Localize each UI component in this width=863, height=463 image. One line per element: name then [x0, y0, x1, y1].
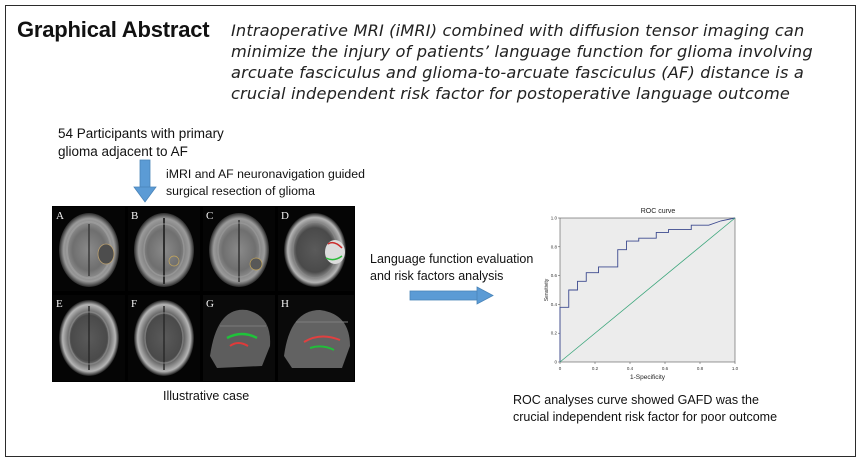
roc-caption-line: crucial independent risk factor for poor… — [513, 410, 778, 424]
graphical-abstract-title: Graphical Abstract — [17, 17, 210, 42]
mri-images: A B C D E F G H — [53, 207, 354, 381]
right-arrow-head — [476, 286, 494, 305]
roc-chart: ROC curve 0 0.2 0.4 0.6 0.8 1.0 0 0.2 0.4 0.6 0.8 1… — [538, 204, 768, 384]
resection-line: surgical resection of glioma — [166, 184, 315, 198]
roc-chart-svg: ROC curve 0 0.2 0.4 0.6 0.8 1.0 0 0.2 0.4 0.6 0.8 1… — [544, 208, 739, 381]
roc-caption-line: ROC analyses curve showed GAFD was the — [513, 393, 759, 407]
panel-label-f: F — [131, 298, 137, 310]
panel-label-a: A — [56, 210, 64, 222]
description-line: Intraoperative MRI (iMRI) combined with … — [231, 21, 805, 40]
resection-text: iMRI and AF neuronavigation guided surgi… — [166, 166, 365, 200]
y-tick-label: 0.6 — [551, 273, 558, 278]
mri-panel-h — [278, 295, 354, 381]
evaluation-line: Language function evaluation — [370, 252, 534, 266]
down-arrow — [133, 159, 157, 203]
illustrative-case-caption: Illustrative case — [163, 389, 250, 403]
participants-line: glioma adjacent to AF — [58, 144, 188, 159]
abstract-frame — [5, 5, 856, 457]
mri-panel-d — [278, 207, 354, 291]
x-tick-label: 0.6 — [662, 366, 669, 371]
reference-diagonal-line — [559, 217, 736, 363]
mri-panel-c — [203, 207, 275, 291]
description-line: arcuate fasciculus and glioma-to-arcuate… — [231, 63, 804, 82]
x-tick-label: 0.8 — [697, 366, 704, 371]
x-axis-label: 1-Specificity — [630, 374, 666, 381]
y-tick-label: 0.8 — [551, 244, 558, 249]
panel-label-g: G — [206, 298, 214, 310]
down-arrow-shaft — [139, 159, 151, 189]
mri-panel-b — [128, 207, 200, 291]
mri-panel-a — [53, 207, 125, 291]
mri-panel-f — [128, 295, 200, 381]
resection-line: iMRI and AF neuronavigation guided — [166, 167, 365, 181]
y-tick-label: 1.0 — [551, 216, 558, 221]
mri-panel-e — [53, 295, 125, 381]
x-tick-label: 0.4 — [627, 366, 634, 371]
y-axis-label: Sensitivity — [544, 278, 550, 301]
abstract-description: Intraoperative MRI (iMRI) combined with … — [231, 20, 851, 104]
roc-curve-line — [559, 217, 736, 362]
participants-text: 54 Participants with primary glioma adja… — [58, 125, 224, 161]
mri-panel-g — [203, 295, 275, 381]
right-arrow-shaft — [409, 290, 479, 301]
chart-title: ROC curve — [641, 208, 676, 215]
panel-label-b: B — [131, 210, 138, 222]
right-arrow — [409, 286, 494, 305]
panel-label-e: E — [56, 298, 63, 310]
panel-label-d: D — [281, 210, 289, 222]
description-line: minimize the injury of patients’ languag… — [231, 42, 813, 61]
description-line: crucial independent risk factor for post… — [231, 84, 790, 103]
x-tick-label: 0 — [559, 366, 562, 371]
roc-caption: ROC analyses curve showed GAFD was the c… — [513, 392, 777, 426]
panel-label-h: H — [281, 298, 289, 310]
x-tick-label: 1.0 — [732, 366, 739, 371]
y-tick-label: 0.4 — [551, 302, 558, 307]
y-tick-label: 0 — [554, 360, 557, 365]
evaluation-line: and risk factors analysis — [370, 269, 504, 283]
x-tick-label: 0.2 — [592, 366, 599, 371]
panel-label-c: C — [206, 210, 213, 222]
participants-line: 54 Participants with primary — [58, 126, 224, 141]
evaluation-text: Language function evaluation and risk fa… — [370, 251, 533, 285]
down-arrow-head — [133, 186, 157, 203]
mri-figure: A B C D E F G H — [52, 206, 355, 382]
y-tick-label: 0.2 — [551, 331, 558, 336]
